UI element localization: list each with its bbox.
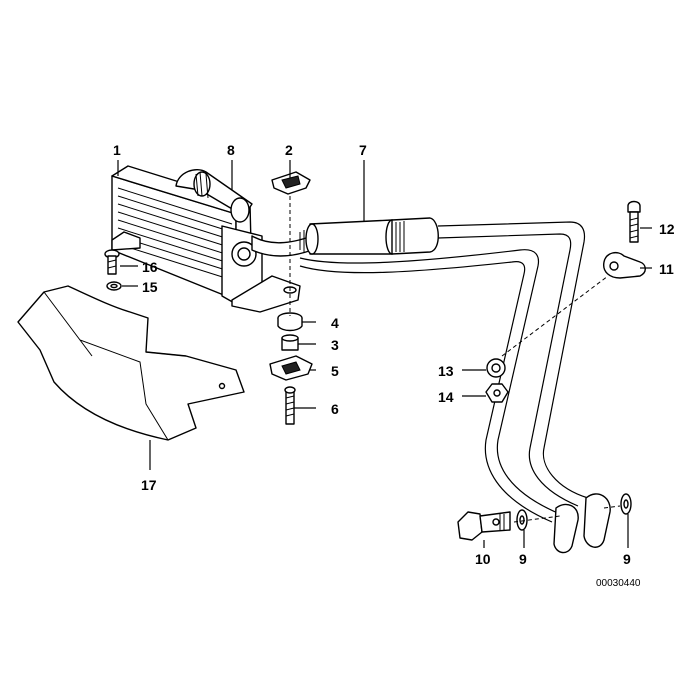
callout-3: 3	[331, 337, 339, 353]
callout-7: 7	[359, 142, 367, 158]
callout-17: 17	[141, 477, 157, 493]
bolt-washer-16-15	[104, 249, 122, 291]
mount-stack	[269, 312, 313, 425]
leader-lines	[117, 160, 652, 548]
callout-12: 12	[659, 221, 675, 237]
callout-6: 6	[331, 401, 339, 417]
pipe-bracket	[603, 200, 646, 279]
callout-9b: 9	[623, 551, 631, 567]
heat-shield	[17, 285, 245, 441]
callout-10: 10	[475, 551, 491, 567]
oil-line	[251, 217, 611, 554]
callout-9a: 9	[519, 551, 527, 567]
callout-15: 15	[142, 279, 158, 295]
callout-14: 14	[438, 389, 454, 405]
sealing-washer-9b	[620, 493, 632, 515]
callout-13: 13	[438, 363, 454, 379]
callout-5: 5	[331, 363, 339, 379]
callout-4: 4	[331, 315, 339, 331]
banjo-bolt-10	[457, 511, 511, 541]
cooler-hose	[175, 168, 253, 223]
sealing-washer-9a	[516, 509, 528, 531]
callout-labels: 1 2 3 4 5 6 7 8 9 9 10 11 12 13 14 15 16…	[113, 142, 675, 567]
clip-part-2	[271, 171, 311, 195]
callout-8: 8	[227, 142, 235, 158]
callout-2: 2	[285, 142, 293, 158]
callout-11: 11	[659, 261, 674, 277]
callout-1: 1	[113, 142, 121, 158]
reference-number: 00030440	[596, 578, 641, 589]
callout-16: 16	[142, 259, 158, 275]
washer-nut-13-14	[485, 358, 509, 403]
